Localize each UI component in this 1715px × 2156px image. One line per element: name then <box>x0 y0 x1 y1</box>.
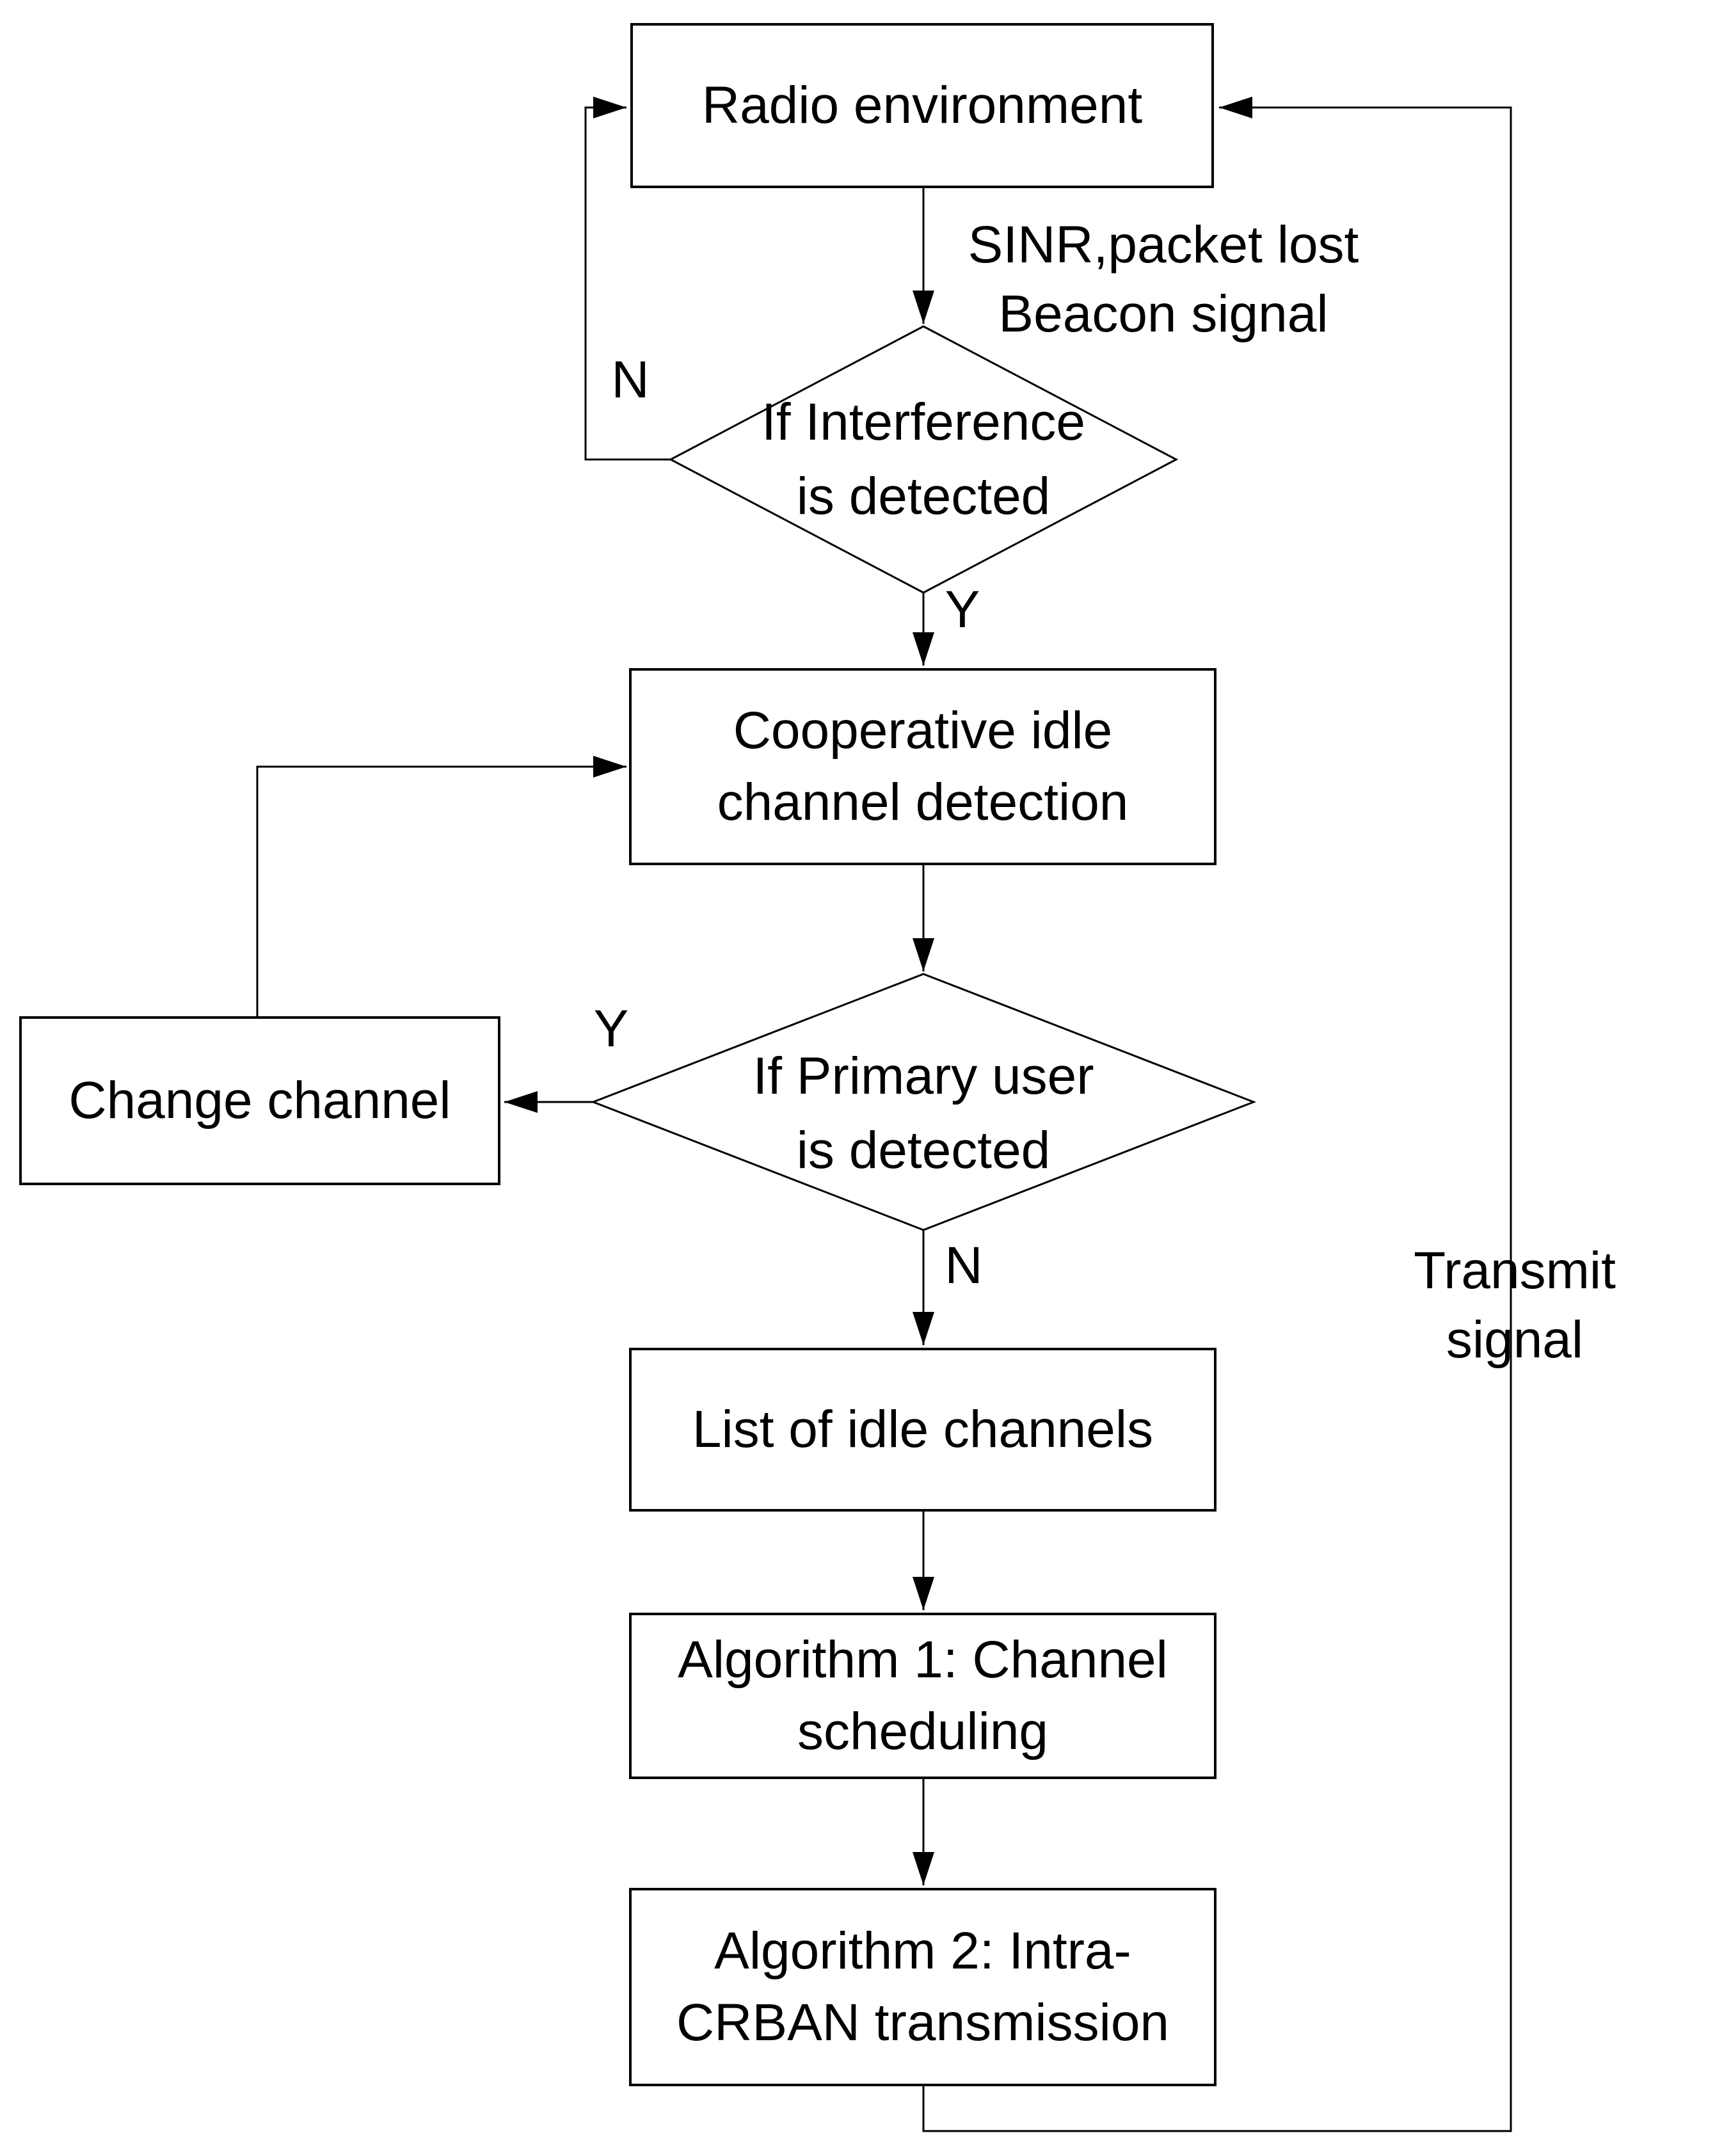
node-algorithm-1-label: Algorithm 1: Channel scheduling <box>678 1631 1168 1761</box>
connector-change-to-coop <box>256 756 626 1016</box>
node-cooperative-idle-channel-detection-label: Cooperative idle channel detection <box>717 701 1129 831</box>
branch-label-primary-yes: Y <box>593 1000 629 1058</box>
decision-primary-user-label: If Primary user is detected <box>753 1047 1094 1179</box>
node-radio-environment-label: Radio environment <box>701 76 1143 134</box>
node-list-of-idle-channels-label: List of idle channels <box>692 1400 1154 1458</box>
branch-label-primary-no: N <box>945 1236 983 1295</box>
node-radio-environment: Radio environment <box>630 23 1214 188</box>
node-list-of-idle-channels: List of idle channels <box>629 1348 1216 1512</box>
node-change-channel-label: Change channel <box>68 1071 451 1130</box>
node-change-channel: Change channel <box>19 1016 500 1185</box>
node-algorithm-2-label: Algorithm 2: Intra- CRBAN transmission <box>676 1922 1170 2052</box>
connector-algorithm2-transmit-to-radio <box>922 97 1512 2132</box>
edge-label-sinr-packet-lost-beacon-signal: SINR,packet lost Beacon signal <box>968 216 1359 343</box>
edge-label-transmit-signal: Transmit signal <box>1414 1242 1616 1369</box>
node-algorithm-2-intra-crban-transmission: Algorithm 2: Intra- CRBAN transmission <box>629 1888 1216 2086</box>
connector-interference-no-to-radio <box>584 97 671 461</box>
node-cooperative-idle-channel-detection: Cooperative idle channel detection <box>629 668 1216 865</box>
node-algorithm-1-channel-scheduling: Algorithm 1: Channel scheduling <box>629 1613 1216 1779</box>
decision-interference-label: If Interference is detected <box>762 393 1085 525</box>
branch-label-interference-yes: Y <box>945 580 980 639</box>
branch-label-interference-no: N <box>611 351 650 409</box>
